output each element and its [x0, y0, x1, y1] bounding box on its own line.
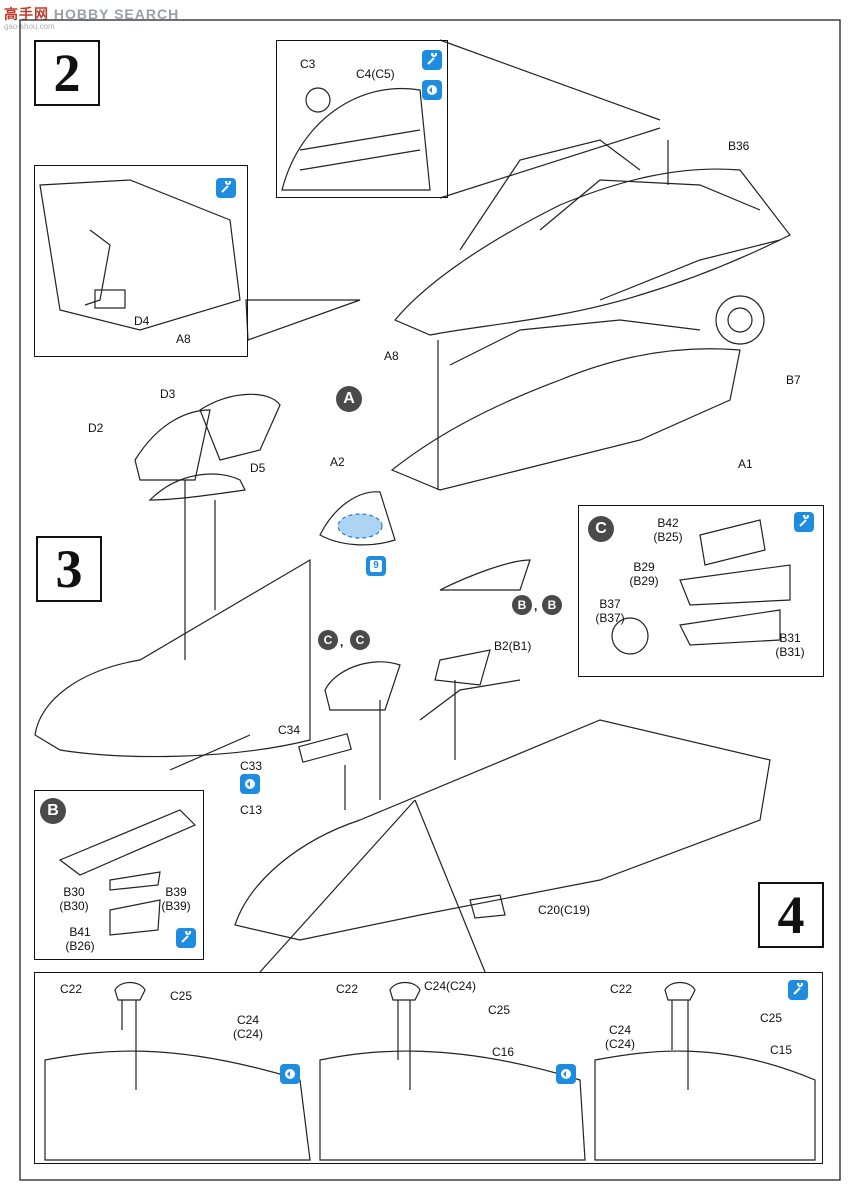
watermark-en: HOBBY SEARCH [53, 6, 180, 22]
label-c22-3: C22 [610, 982, 633, 996]
label-c24-paren-3: (C24) [604, 1037, 635, 1051]
inset-panel-intake [34, 972, 823, 1164]
label-c24-1: C24 [236, 1013, 259, 1027]
glue-icon [176, 928, 196, 948]
watermark-sub: gao-shou.com [4, 22, 55, 31]
label-c24-3: C24 [608, 1023, 631, 1037]
label-c20c19: C20(C19) [538, 903, 591, 917]
step-number-2: 2 [34, 40, 100, 106]
glue-icon [794, 512, 814, 532]
label-d5: D5 [250, 461, 266, 475]
label-a1: A1 [738, 457, 753, 471]
label-c22-1: C22 [60, 982, 83, 996]
label-b39-paren: (B39) [161, 899, 191, 913]
label-b31: B31 [779, 631, 801, 645]
label-b25: (B25) [653, 530, 683, 544]
label-b2b1: B2(B1) [494, 639, 532, 653]
label-c24c24: C24(C24) [424, 979, 477, 993]
label-a8-inset: A8 [176, 332, 191, 346]
glue-icon [788, 980, 808, 1000]
label-b30: B30 [63, 885, 85, 899]
label-b42: B42 [657, 516, 679, 530]
label-b41: B41 [69, 925, 91, 939]
label-b7: B7 [786, 373, 801, 387]
inset-panel-canopy [276, 40, 448, 198]
label-c4c5: C4(C5) [356, 67, 395, 81]
callout-b-inset: B [40, 798, 66, 824]
inset-panel-c [578, 505, 824, 677]
callout-b-2: B [542, 595, 562, 615]
label-b26: (B26) [65, 939, 95, 953]
label-b37-paren: (B37) [595, 611, 625, 625]
inset-panel-b [34, 790, 204, 960]
label-b39: B39 [165, 885, 187, 899]
label-c34: C34 [278, 723, 301, 737]
label-d3: D3 [160, 387, 176, 401]
flip-icon [240, 774, 260, 794]
label-b30-paren: (B30) [59, 899, 89, 913]
label-a8: A8 [384, 349, 399, 363]
label-c13: C13 [240, 803, 263, 817]
callout-a: A [336, 386, 362, 412]
label-c16: C16 [492, 1045, 515, 1059]
glue-icon [422, 50, 442, 70]
label-c33: C33 [240, 759, 263, 773]
label-d4: D4 [134, 314, 150, 328]
label-c25-2: C25 [488, 1003, 511, 1017]
label-c22-2: C22 [336, 982, 359, 996]
label-c15: C15 [770, 1043, 793, 1057]
callout-c-inset: C [588, 516, 614, 542]
label-b31-paren: (B31) [775, 645, 805, 659]
callout-c-2: C [350, 630, 370, 650]
paint-icon: 9 [366, 556, 386, 576]
step-number-3: 3 [36, 536, 102, 602]
flip-icon [556, 1064, 576, 1084]
label-b37: B37 [599, 597, 621, 611]
label-c24-paren-1: (C24) [232, 1027, 263, 1041]
label-c3: C3 [300, 57, 316, 71]
flip-icon [422, 80, 442, 100]
label-b29: B29 [633, 560, 655, 574]
callout-b-1: B [512, 595, 532, 615]
label-b29-paren: (B29) [629, 574, 659, 588]
label-a2: A2 [330, 455, 345, 469]
flip-icon [280, 1064, 300, 1084]
watermark: 高手网 HOBBY SEARCH gao-shou.com [4, 4, 179, 31]
step-number-4: 4 [758, 882, 824, 948]
label-c25-3: C25 [760, 1011, 783, 1025]
label-d2: D2 [88, 421, 104, 435]
inset-panel-cockpit [34, 165, 248, 357]
comma-c: , [340, 635, 344, 649]
comma-b: , [534, 599, 538, 613]
watermark-cn: 高手网 [4, 6, 49, 22]
paint-code: 9 [370, 560, 382, 572]
glue-icon [216, 178, 236, 198]
callout-c-1: C [318, 630, 338, 650]
label-b36: B36 [728, 139, 750, 153]
label-c25-1: C25 [170, 989, 193, 1003]
